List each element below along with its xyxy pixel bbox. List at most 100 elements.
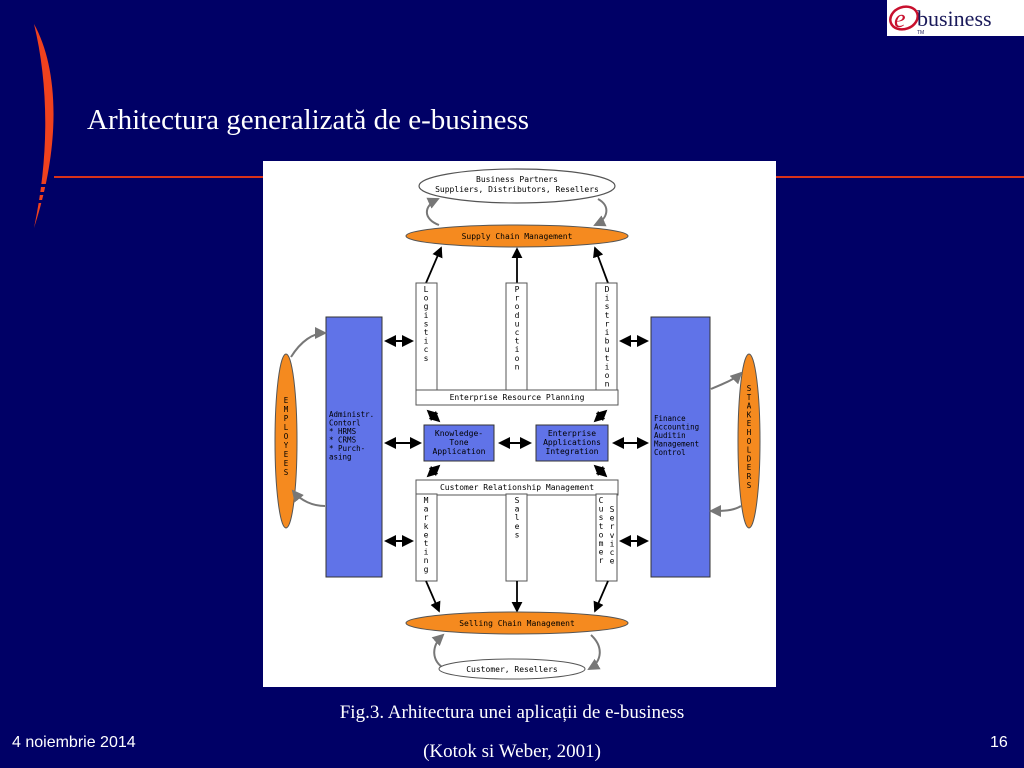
- arrow-distribution-up: [593, 246, 609, 284]
- crm-node: Customer Relationship Management: [415, 479, 619, 496]
- finance-panel-line: Auditin: [654, 431, 686, 440]
- employees-letter: L: [284, 423, 289, 432]
- admin-control-panel: Administr.Contorl* HRMS* CRMS* Purch- as…: [325, 316, 383, 578]
- business-partners-line2: Suppliers, Distributors, Resellers: [435, 185, 599, 194]
- arrow-diag-tr: [593, 409, 608, 423]
- arrow-diag-tl: [426, 409, 441, 423]
- stakeholders-loop-bottom: [709, 504, 742, 517]
- customer-letter: m: [599, 539, 604, 548]
- marketing-letter: t: [424, 539, 429, 548]
- knowledge-line2: Tone: [449, 438, 468, 447]
- logo-swirl-icon: [889, 5, 919, 31]
- marketing-letter: k: [424, 522, 429, 531]
- sales-letter: l: [515, 513, 520, 522]
- finance-panel-line: Accounting: [654, 423, 699, 432]
- stakeholders-letter: E: [747, 419, 752, 428]
- production-letter: P: [515, 285, 520, 294]
- logistics-letter: g: [424, 302, 429, 311]
- knowledge-node: Knowledge- Tone Application: [423, 424, 495, 462]
- sales-letter: a: [515, 505, 520, 514]
- finance-panel-line: Control: [654, 448, 686, 457]
- production-letter: u: [515, 319, 520, 328]
- employees-letter: O: [284, 432, 289, 441]
- admin-panel-line: * HRMS: [329, 427, 357, 436]
- selling-chain-label: Selling Chain Management: [459, 619, 575, 628]
- stakeholders-letter: H: [747, 428, 752, 437]
- production-letter: d: [515, 311, 520, 320]
- admin-panel-line: asing: [329, 453, 352, 462]
- service-letter: c: [610, 548, 615, 557]
- employees-letter: E: [284, 396, 289, 405]
- employees-loop-top: [290, 327, 327, 358]
- stakeholders-loop-top: [710, 371, 743, 390]
- arrow-diag-bl: [426, 464, 441, 478]
- sales-letter: S: [515, 496, 520, 505]
- arrow-diag-br: [593, 464, 608, 478]
- stakeholders-letter: O: [747, 437, 752, 446]
- business-partners-node: Business Partners Suppliers, Distributor…: [418, 168, 616, 204]
- distribution-letter: i: [605, 294, 610, 303]
- erp-node: Enterprise Resource Planning: [415, 389, 619, 406]
- customer-letter: r: [599, 556, 604, 565]
- finance-panel: FinanceAccountingAuditinManagementContro…: [650, 316, 711, 578]
- logistics-letter: i: [424, 311, 429, 320]
- marketing-letter: M: [424, 496, 429, 505]
- finance-panel-line: Management: [654, 440, 699, 449]
- stakeholders-letter: A: [747, 402, 752, 411]
- stakeholders-letter: T: [747, 393, 752, 402]
- distribution-letter: i: [605, 362, 610, 371]
- arrow-marketing-down: [425, 580, 441, 613]
- service-letter: e: [610, 557, 615, 566]
- ebusiness-logo: e business TM: [887, 0, 1024, 36]
- logistics-letter: i: [424, 337, 429, 346]
- marketing-letter: g: [424, 565, 429, 574]
- stakeholders-letter: S: [747, 384, 752, 393]
- decorative-swoosh: [28, 24, 56, 228]
- selling-chain-node: Selling Chain Management: [405, 611, 629, 635]
- service-letter: v: [610, 531, 615, 540]
- distribution-letter: u: [605, 345, 610, 354]
- footer-page-number: 16: [990, 734, 1008, 751]
- customers-node: Customer, Resellers: [438, 658, 586, 680]
- logistics-letter: t: [424, 328, 429, 337]
- stakeholders-letter: K: [747, 410, 752, 419]
- customer-letter: s: [599, 513, 604, 522]
- marketing-letter: r: [424, 513, 429, 522]
- marketing-letter: n: [424, 556, 429, 565]
- admin-panel-line: Administr.: [329, 410, 374, 419]
- figure-source: (Kotok si Weber, 2001): [423, 741, 601, 762]
- employees-loop-bottom: [291, 489, 326, 507]
- crm-label: Customer Relationship Management: [440, 483, 594, 492]
- arrow-service-down: [593, 580, 609, 613]
- distribution-letter: r: [605, 319, 610, 328]
- logistics-letter: o: [424, 294, 429, 303]
- footer-date: 4 noiembrie 2014: [12, 734, 136, 751]
- admin-panel-line: * Purch-: [329, 444, 365, 453]
- partners-loop-right: [593, 198, 608, 227]
- erp-label: Enterprise Resource Planning: [450, 393, 585, 402]
- distribution-letter: b: [605, 337, 610, 346]
- supply-chain-node: Supply Chain Management: [405, 224, 629, 248]
- supply-chain-label: Supply Chain Management: [462, 232, 573, 241]
- employees-letter: P: [284, 414, 289, 423]
- distribution-letter: t: [605, 311, 610, 320]
- customers-loop-left: [431, 633, 446, 670]
- sales-letter: e: [515, 522, 520, 531]
- service-letter: e: [610, 514, 615, 523]
- distribution-letter: o: [605, 371, 610, 380]
- distribution-letter: t: [605, 354, 610, 363]
- logo-letter: e: [894, 4, 906, 33]
- logo-tm: TM: [917, 30, 924, 36]
- production-letter: t: [515, 337, 520, 346]
- stakeholders-letter: D: [747, 454, 752, 463]
- customer-letter: t: [599, 522, 604, 531]
- finance-panel-line: Finance: [654, 414, 686, 423]
- production-letter: o: [515, 354, 520, 363]
- production-letter: c: [515, 328, 520, 337]
- marketing-letter: i: [424, 548, 429, 557]
- distribution-letter: n: [605, 380, 610, 389]
- logistics-letter: c: [424, 345, 429, 354]
